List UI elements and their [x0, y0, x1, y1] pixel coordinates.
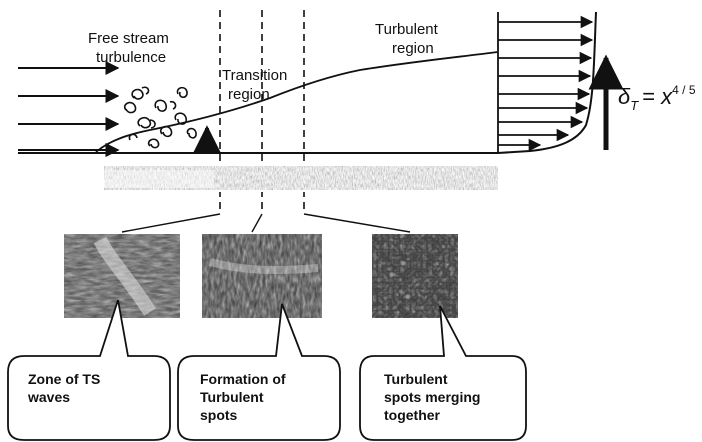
thickness-formula: δT= x4 / 5	[618, 83, 696, 113]
callout-turbulent-spots-line1: Formation of	[200, 371, 286, 387]
transition-region-label: Transition	[222, 67, 287, 84]
photo-spots-merging	[372, 234, 458, 318]
turbulent-region-label: Turbulent	[375, 21, 439, 38]
callout-spots-merging-line2: spots merging	[384, 389, 480, 405]
photo-ts-waves	[64, 234, 180, 318]
turbulent-region-label-2: region	[392, 40, 434, 57]
callout-spots-merging-line1: Turbulent	[384, 371, 448, 387]
callout-turbulent-spots: Formation of Turbulent spots	[177, 303, 341, 441]
velocity-profile-curve	[497, 11, 597, 154]
callout-ts-waves-line1: Zone of TS	[28, 371, 100, 387]
callout-spots-merging-line3: together	[384, 407, 441, 423]
callout-ts-waves: Zone of TS waves	[7, 299, 171, 441]
leader-lines	[121, 213, 411, 233]
photo-turbulent-spots	[202, 234, 322, 318]
callout-spots-merging: Turbulent spots merging together	[359, 305, 527, 441]
free-stream-turbulence-label: Free stream	[88, 30, 169, 47]
velocity-profile	[497, 11, 597, 154]
callout-turbulent-spots-line3: spots	[200, 407, 238, 423]
callout-ts-waves-line2: waves	[27, 389, 70, 405]
transition-region-label-2: region	[228, 86, 270, 103]
flow-visualization-strip	[104, 162, 498, 192]
callout-turbulent-spots-line2: Turbulent	[200, 389, 264, 405]
boundary-layer-edge	[95, 51, 499, 153]
free-stream-arrows	[18, 61, 120, 157]
free-stream-turbulence-label-2: turbulence	[96, 49, 166, 66]
turbulence-eddies	[124, 86, 197, 149]
